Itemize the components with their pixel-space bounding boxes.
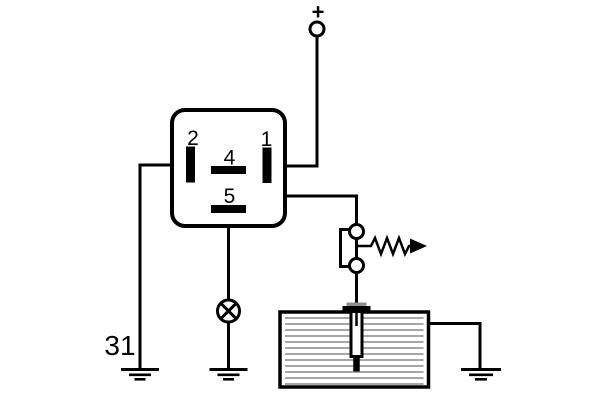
- spring-icon: [356, 234, 411, 258]
- ground-symbol-tank: [461, 368, 501, 381]
- lamp-cross-2: [219, 302, 238, 320]
- terminal-31-label: 31: [104, 330, 135, 361]
- wire-tank-to-ground: [429, 322, 482, 369]
- positive-supply-terminal: +: [308, 0, 326, 38]
- ground-symbol-31: [121, 368, 159, 381]
- plus-label: +: [312, 0, 325, 25]
- switch-terminal-top: [348, 223, 365, 240]
- relay-pin1-label: 1: [261, 128, 273, 151]
- relay-pin1-contact: [262, 147, 272, 183]
- indicator-lamp-icon: [216, 298, 241, 324]
- pump-flange: [342, 306, 371, 312]
- relay-pin4-contact: [211, 166, 246, 174]
- switch-terminal-bottom: [348, 257, 365, 274]
- ground-symbol-lamp: [209, 368, 248, 381]
- switch-bracket: [339, 228, 351, 268]
- relay: 2 1 4 5: [170, 108, 287, 228]
- relay-pin5-contact: [211, 205, 246, 213]
- relay-pin4-label: 4: [224, 147, 236, 170]
- relay-pin2-label: 2: [187, 127, 199, 150]
- spring-return-switch-icon: [339, 223, 427, 274]
- fuel-tank: [278, 302, 431, 389]
- pump-flange-gasket: [346, 302, 367, 306]
- relay-pin2-contact: [186, 146, 195, 183]
- in-tank-pump-icon: [342, 302, 371, 372]
- actuation-arrow-icon: [410, 238, 427, 254]
- terminal-circle-icon: [308, 20, 326, 38]
- relay-pin5-label: 5: [224, 185, 236, 208]
